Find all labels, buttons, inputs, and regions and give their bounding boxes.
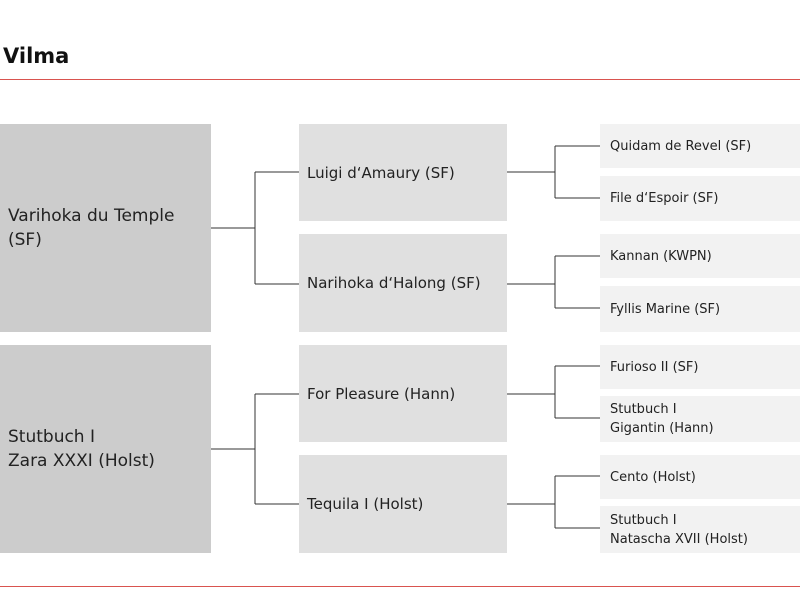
connector-sire-sire [507,145,600,199]
sds-name: Kannan (KWPN) [610,248,712,264]
top-divider [0,79,800,80]
pedigree-dsd: Stutbuch I Gigantin (Hann) [600,396,800,442]
sss-name: Quidam de Revel (SF) [610,138,752,154]
pedigree-dam-dam: Tequila I (Holst) [299,455,507,553]
ssd-name: File d‘Espoir (SF) [610,191,719,206]
pedigree-sire-sire: Luigi d‘Amaury (SF) [299,124,507,221]
pedigree-sire: Varihoka du Temple (SF) [0,124,211,332]
dds-name: Cento (Holst) [610,469,696,485]
pedigree-sss: Quidam de Revel (SF) [600,124,800,168]
sire-sire-name: Luigi d‘Amaury (SF) [307,163,455,182]
pedigree-dam: Stutbuch I Zara XXXI (Holst) [0,345,211,553]
pedigree-sdd: Fyllis Marine (SF) [600,286,800,332]
pedigree-ddd: Stutbuch I Natascha XVII (Holst) [600,506,800,553]
sire-dam-name: Narihoka d‘Halong (SF) [307,274,481,292]
connector-dam-dam [507,475,600,529]
ddd-name: Stutbuch I Natascha XVII (Holst) [610,512,748,547]
page-title: Vilma [3,44,70,68]
connector-sire-dam [507,255,600,309]
pedigree-sire-dam: Narihoka d‘Halong (SF) [299,234,507,332]
dam-sire-name: For Pleasure (Hann) [307,384,456,403]
dss-name: Furioso II (SF) [610,359,699,375]
connector-sire [211,171,299,285]
pedigree-dds: Cento (Holst) [600,455,800,499]
dsd-name: Stutbuch I Gigantin (Hann) [610,402,714,436]
dam-dam-name: Tequila I (Holst) [307,495,424,513]
dam-name: Stutbuch I Zara XXXI (Holst) [8,427,155,471]
sdd-name: Fyllis Marine (SF) [610,301,721,317]
pedigree-ssd: File d‘Espoir (SF) [600,176,800,221]
pedigree-dam-sire: For Pleasure (Hann) [299,345,507,442]
sire-name: Varihoka du Temple (SF) [8,206,175,250]
pedigree-dss: Furioso II (SF) [600,345,800,389]
connector-dam-sire [507,365,600,419]
connector-dam [211,393,299,505]
pedigree-sds: Kannan (KWPN) [600,234,800,278]
bottom-divider [0,586,800,587]
